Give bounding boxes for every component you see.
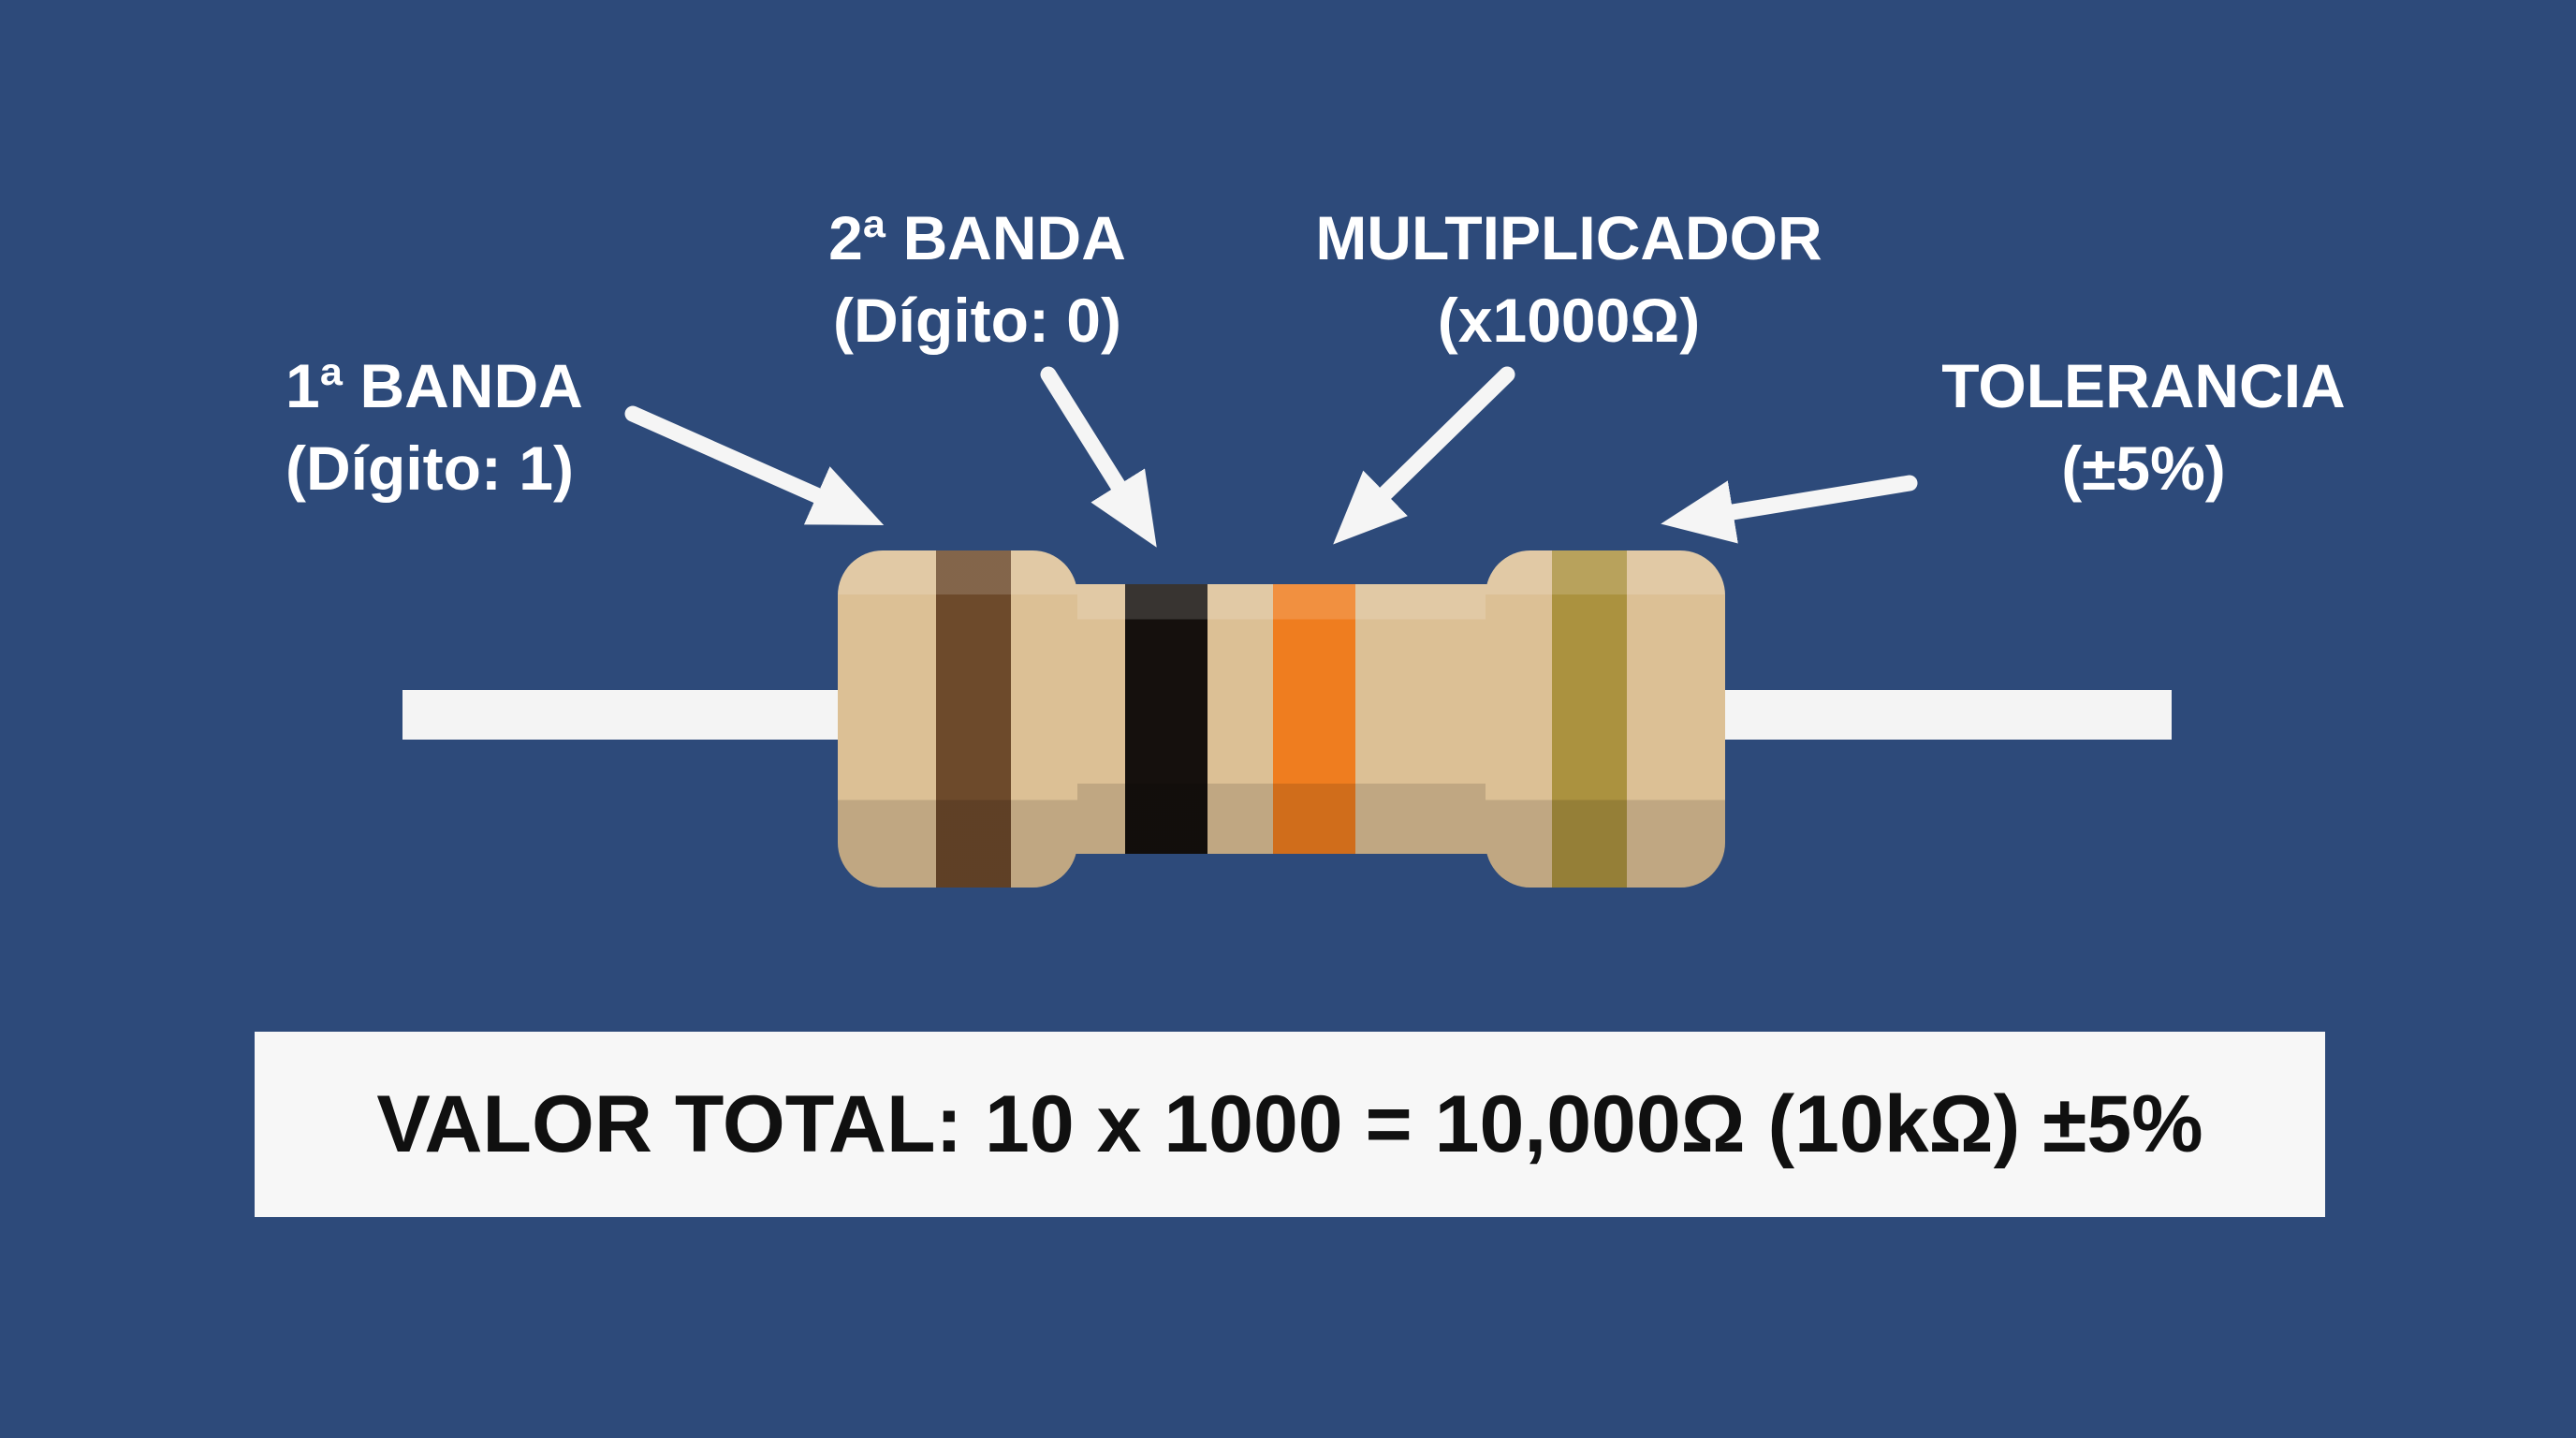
label-second-band-subtitle: (Dígito: 0): [833, 286, 1121, 356]
arrow-second-band-icon: [1040, 366, 1157, 548]
resistor-lead-right: [1720, 690, 2172, 740]
label-multiplier-subtitle: (x1000Ω): [1437, 286, 1701, 356]
label-second-band: 2ª BANDA (Dígito: 0): [828, 197, 1126, 362]
arrow-first-band-icon: [624, 405, 885, 525]
label-tolerance-title: TOLERANCIA: [1941, 351, 2346, 420]
resistor-middle-section: [1053, 584, 1510, 854]
total-value-bar: VALOR TOTAL: 10 x 1000 = 10,000Ω (10kΩ) …: [255, 1032, 2325, 1217]
resistor-cap-right: [1486, 550, 1725, 888]
band-tolerance: [1552, 550, 1627, 888]
label-first-band-subtitle: (Dígito: 1): [285, 433, 574, 504]
label-second-band-title: 2ª BANDA: [828, 203, 1126, 272]
label-multiplier-title: MULTIPLICADOR: [1315, 203, 1822, 272]
total-value-text: VALOR TOTAL: 10 x 1000 = 10,000Ω (10kΩ) …: [376, 1078, 2203, 1169]
band-first-digit: [936, 550, 1011, 888]
label-tolerance: TOLERANCIA (±5%): [1941, 345, 2345, 510]
label-first-band: 1ª BANDA (Dígito: 1): [285, 345, 583, 510]
label-first-band-title: 1ª BANDA: [285, 351, 583, 420]
resistor-cap-left: [838, 550, 1077, 888]
label-tolerance-subtitle: (±5%): [2061, 433, 2226, 504]
resistor-body: [838, 550, 1725, 888]
arrow-multiplier-icon: [1333, 366, 1515, 545]
band-multiplier: [1273, 584, 1355, 854]
arrow-tolerance-icon: [1661, 475, 1918, 544]
label-multiplier: MULTIPLICADOR (x1000Ω): [1315, 197, 1822, 362]
resistor-lead-left: [402, 690, 847, 740]
band-second-digit: [1125, 584, 1208, 854]
